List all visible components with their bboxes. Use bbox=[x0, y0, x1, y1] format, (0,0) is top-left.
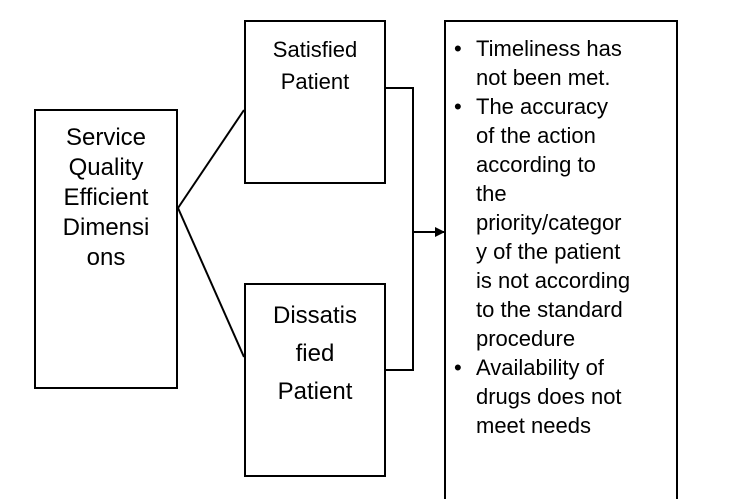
branch-line-to-satisfied bbox=[177, 109, 245, 209]
finding-line: drugs does not bbox=[476, 384, 622, 409]
finding-availability: Availability of drugs does not meet need… bbox=[446, 353, 676, 440]
left-box-line: Efficient bbox=[63, 184, 149, 211]
finding-line: Timeliness has bbox=[476, 36, 622, 61]
finding-line: y of the patient bbox=[476, 239, 621, 264]
finding-line: of the action bbox=[476, 123, 596, 148]
satisfied-line: Satisfied bbox=[272, 37, 358, 62]
finding-line: to the standard bbox=[476, 297, 623, 322]
dissatisfied-patient-box: Dissatis fied Patient bbox=[244, 283, 386, 477]
branch-line-to-dissatisfied bbox=[177, 207, 245, 358]
dissatisfied-line: Patient bbox=[277, 378, 353, 405]
dissatisfied-line: Dissatis bbox=[272, 302, 357, 329]
finding-line: the bbox=[476, 181, 507, 206]
finding-line: not been met. bbox=[476, 65, 611, 90]
finding-accuracy: The accuracy of the action according to … bbox=[446, 92, 676, 353]
finding-line: meet needs bbox=[476, 413, 591, 438]
findings-list: Timeliness has not been met. The accurac… bbox=[446, 34, 676, 440]
left-box-line: ons bbox=[86, 244, 126, 271]
finding-line: is not according bbox=[476, 268, 631, 293]
left-box-line: Dimensi bbox=[62, 214, 150, 241]
satisfied-bracket-line bbox=[386, 87, 414, 371]
finding-line: Availability of bbox=[476, 355, 604, 380]
satisfied-patient-box: Satisfied Patient bbox=[244, 20, 386, 184]
finding-line: The accuracy bbox=[476, 94, 609, 119]
left-box-line: Quality bbox=[68, 154, 144, 181]
finding-line: according to bbox=[476, 152, 596, 177]
finding-line: priority/categor bbox=[476, 210, 622, 235]
left-box-line: Service bbox=[65, 124, 147, 151]
finding-line: procedure bbox=[476, 326, 576, 351]
satisfied-line: Patient bbox=[280, 69, 350, 94]
dissatisfied-line: fied bbox=[295, 340, 335, 367]
service-quality-box: Service Quality Efficient Dimensi ons bbox=[34, 109, 178, 389]
finding-timeliness: Timeliness has not been met. bbox=[446, 34, 676, 92]
findings-box: Timeliness has not been met. The accurac… bbox=[444, 20, 678, 499]
